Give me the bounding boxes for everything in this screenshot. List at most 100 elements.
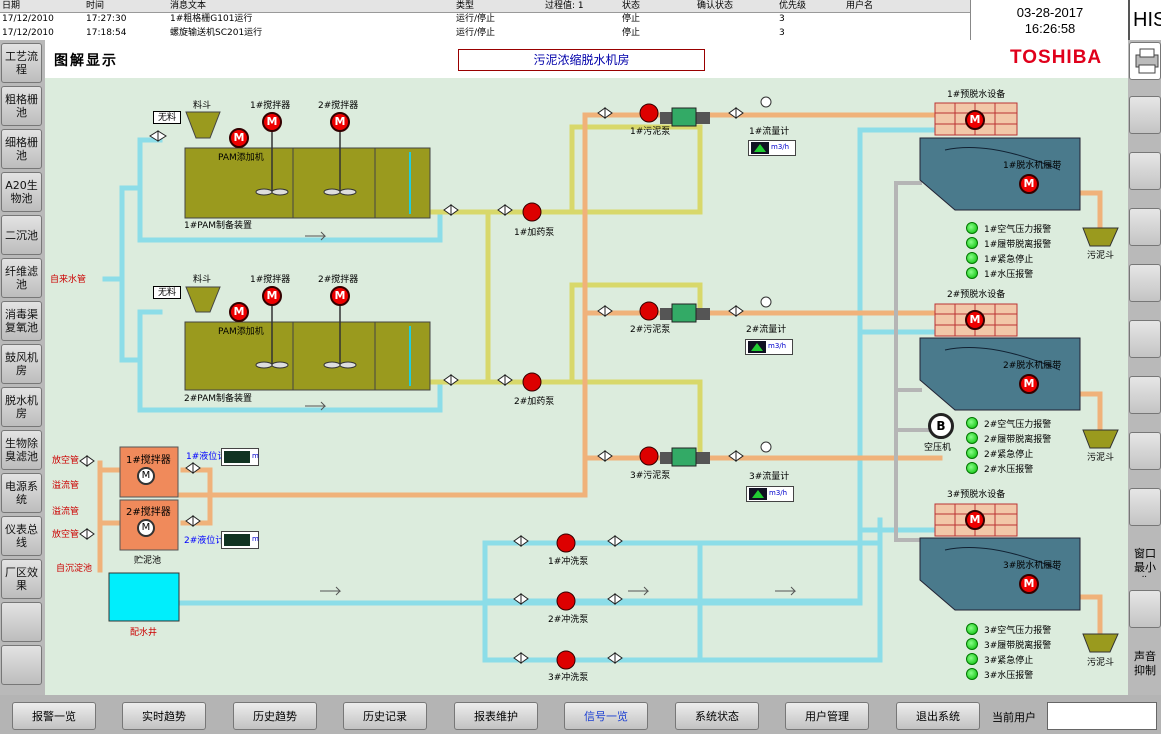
history-trend-button[interactable]: 历史趋势 [233, 702, 317, 730]
right-button-3[interactable] [1129, 208, 1161, 246]
storage-stirrer-label-2: 2#搅拌器 [126, 507, 171, 518]
overflow-pipe-label-2: 溢流管 [52, 507, 80, 517]
right-button-4[interactable] [1129, 264, 1161, 302]
storage-stirrer-label-1: 1#搅拌器 [126, 455, 171, 466]
dosing-pump-label-1: 1#加药泵 [514, 228, 555, 238]
status-light-icon [966, 267, 978, 279]
stirrer-label-2-2: 2#搅拌器 [318, 275, 359, 285]
pam-adder-motor-1[interactable]: M [229, 128, 249, 148]
status-light-icon [966, 237, 978, 249]
alarm-air-pressure-1: 1#空气压力报警 [966, 221, 1086, 235]
signal-list-button[interactable]: 信号一览 [564, 702, 648, 730]
toshiba-logo: TOSHIBA [1010, 47, 1103, 68]
nav-a2o-bio[interactable]: A20生物池 [1, 172, 42, 212]
belt-press-3 [919, 537, 1081, 611]
belt-motor-1[interactable]: M [1019, 174, 1039, 194]
stirrer-label-1-2: 2#搅拌器 [318, 101, 359, 111]
nav-disinfection[interactable]: 消毒渠复氧池 [1, 301, 42, 341]
air-compressor-icon[interactable]: B [928, 413, 954, 439]
alarm-air-pressure-2: 2#空气压力报警 [966, 416, 1086, 430]
storage-stirrer-motor-2[interactable]: M [137, 519, 155, 537]
status-light-icon [966, 638, 978, 650]
vent-pipe-label-2: 放空管 [52, 530, 80, 540]
alarm-emergency-stop-2: 2#紧急停止 [966, 446, 1086, 460]
pam-adder-label-2: PAM添加机 [218, 327, 264, 337]
alarm-label: 2#紧急停止 [984, 450, 1034, 460]
right-button-9[interactable] [1129, 590, 1161, 628]
no-material-indicator-1: 无料 [153, 111, 181, 124]
nav-dewatering-room[interactable]: 脱水机房 [1, 387, 42, 427]
nav-empty-2[interactable] [1, 645, 42, 685]
pre-dewater-motor-1[interactable]: M [965, 110, 985, 130]
flow-meter-display-2: m3/h [745, 339, 793, 355]
col-process-value: 过程值: 1 [545, 1, 584, 11]
pumps [522, 103, 659, 670]
belt-press-1 [919, 137, 1081, 211]
user-management-button[interactable]: 用户管理 [785, 702, 869, 730]
nav-secondary-clarifier[interactable]: 二沉池 [1, 215, 42, 255]
right-button-5[interactable] [1129, 320, 1161, 358]
alarm-table[interactable]: 日期 时间 消息文本 类型 过程值: 1 状态 确认状态 优先级 用户名 17/… [0, 0, 970, 41]
belt-motor-3[interactable]: M [1019, 574, 1039, 594]
sludge-hopper-label-1: 污泥斗 [1087, 251, 1115, 261]
stirrer-motor-1-2[interactable]: M [330, 112, 350, 132]
level-meter-display-2: m [221, 531, 259, 549]
table-row[interactable]: 17/12/2010 17:27:30 1#粗格栅G101运行 运行/停止 停止… [0, 13, 970, 26]
status-light-icon [966, 668, 978, 680]
left-nav: 工艺流程 粗格栅池 细格栅池 A20生物池 二沉池 纤维滤池 消毒渠复氧池 鼓风… [0, 40, 45, 695]
right-button-1[interactable] [1129, 96, 1161, 134]
flow-meter-indicator-2 [748, 341, 766, 353]
cell-message: 螺旋输送机SC201运行 [170, 28, 263, 38]
nav-coarse-screen[interactable]: 粗格栅池 [1, 86, 42, 126]
alarm-emergency-stop-1: 1#紧急停止 [966, 251, 1086, 265]
nav-plant-view[interactable]: 厂区效果 [1, 559, 42, 599]
belt-label-1: 1#脱水机履带 [1003, 161, 1062, 171]
hopper-1 [185, 111, 221, 139]
sludge-pump-skid-2 [660, 303, 710, 323]
window-minimize-button[interactable]: 窗口最小化 [1134, 547, 1156, 577]
print-button[interactable] [1129, 42, 1161, 80]
sound-suppress-button[interactable]: 声音抑制 [1134, 650, 1156, 677]
stirrer-motor-1-1[interactable]: M [262, 112, 282, 132]
table-row[interactable]: 17/12/2010 17:18:54 螺旋输送机SC201运行 运行/停止 停… [0, 27, 970, 40]
cell-priority: 3 [779, 28, 785, 38]
alarm-emergency-stop-3: 3#紧急停止 [966, 652, 1086, 666]
realtime-trend-button[interactable]: 实时趋势 [122, 702, 206, 730]
system-status-button[interactable]: 系统状态 [675, 702, 759, 730]
alarm-list-button[interactable]: 报警一览 [12, 702, 96, 730]
storage-stirrer-motor-1[interactable]: M [137, 467, 155, 485]
nav-process-flow[interactable]: 工艺流程 [1, 43, 42, 83]
cell-type: 运行/停止 [456, 28, 496, 38]
cell-time: 17:27:30 [86, 14, 127, 24]
exit-system-button[interactable]: 退出系统 [896, 702, 980, 730]
nav-empty-1[interactable] [1, 602, 42, 642]
nav-fine-screen[interactable]: 细格栅池 [1, 129, 42, 169]
water-well-label: 配水井 [130, 628, 158, 638]
water-well [108, 572, 180, 622]
stirrer-motor-2-1[interactable]: M [262, 286, 282, 306]
nav-fiber-filter[interactable]: 纤维滤池 [1, 258, 42, 298]
stirrer-motor-2-2[interactable]: M [330, 286, 350, 306]
current-time: 16:26:58 [1024, 21, 1076, 36]
pam-unit-label-1: 1#PAM制备装置 [184, 221, 253, 231]
alarm-belt-off-3: 3#履带脱离报警 [966, 637, 1086, 651]
pre-dewater-motor-3[interactable]: M [965, 510, 985, 530]
pre-dewater-label-2: 2#预脱水设备 [947, 290, 1006, 300]
nav-blower-room[interactable]: 鼓风机房 [1, 344, 42, 384]
col-status: 状态 [622, 1, 641, 11]
current-user-field[interactable] [1047, 702, 1157, 730]
nav-power-system[interactable]: 电源系统 [1, 473, 42, 513]
nav-instrument-bus[interactable]: 仪表总线 [1, 516, 42, 556]
level-meter-display-1: m [221, 448, 259, 466]
nav-bio-deodor[interactable]: 生物除臭滤池 [1, 430, 42, 470]
pam-adder-motor-2[interactable]: M [229, 302, 249, 322]
history-record-button[interactable]: 历史记录 [343, 702, 427, 730]
belt-motor-2[interactable]: M [1019, 374, 1039, 394]
cell-status: 停止 [622, 28, 641, 38]
right-button-7[interactable] [1129, 432, 1161, 470]
level-unit-2: m [252, 535, 259, 543]
pre-dewater-label-3: 3#预脱水设备 [947, 490, 1006, 500]
pre-dewater-motor-2[interactable]: M [965, 310, 985, 330]
report-maintenance-button[interactable]: 报表维护 [454, 702, 538, 730]
